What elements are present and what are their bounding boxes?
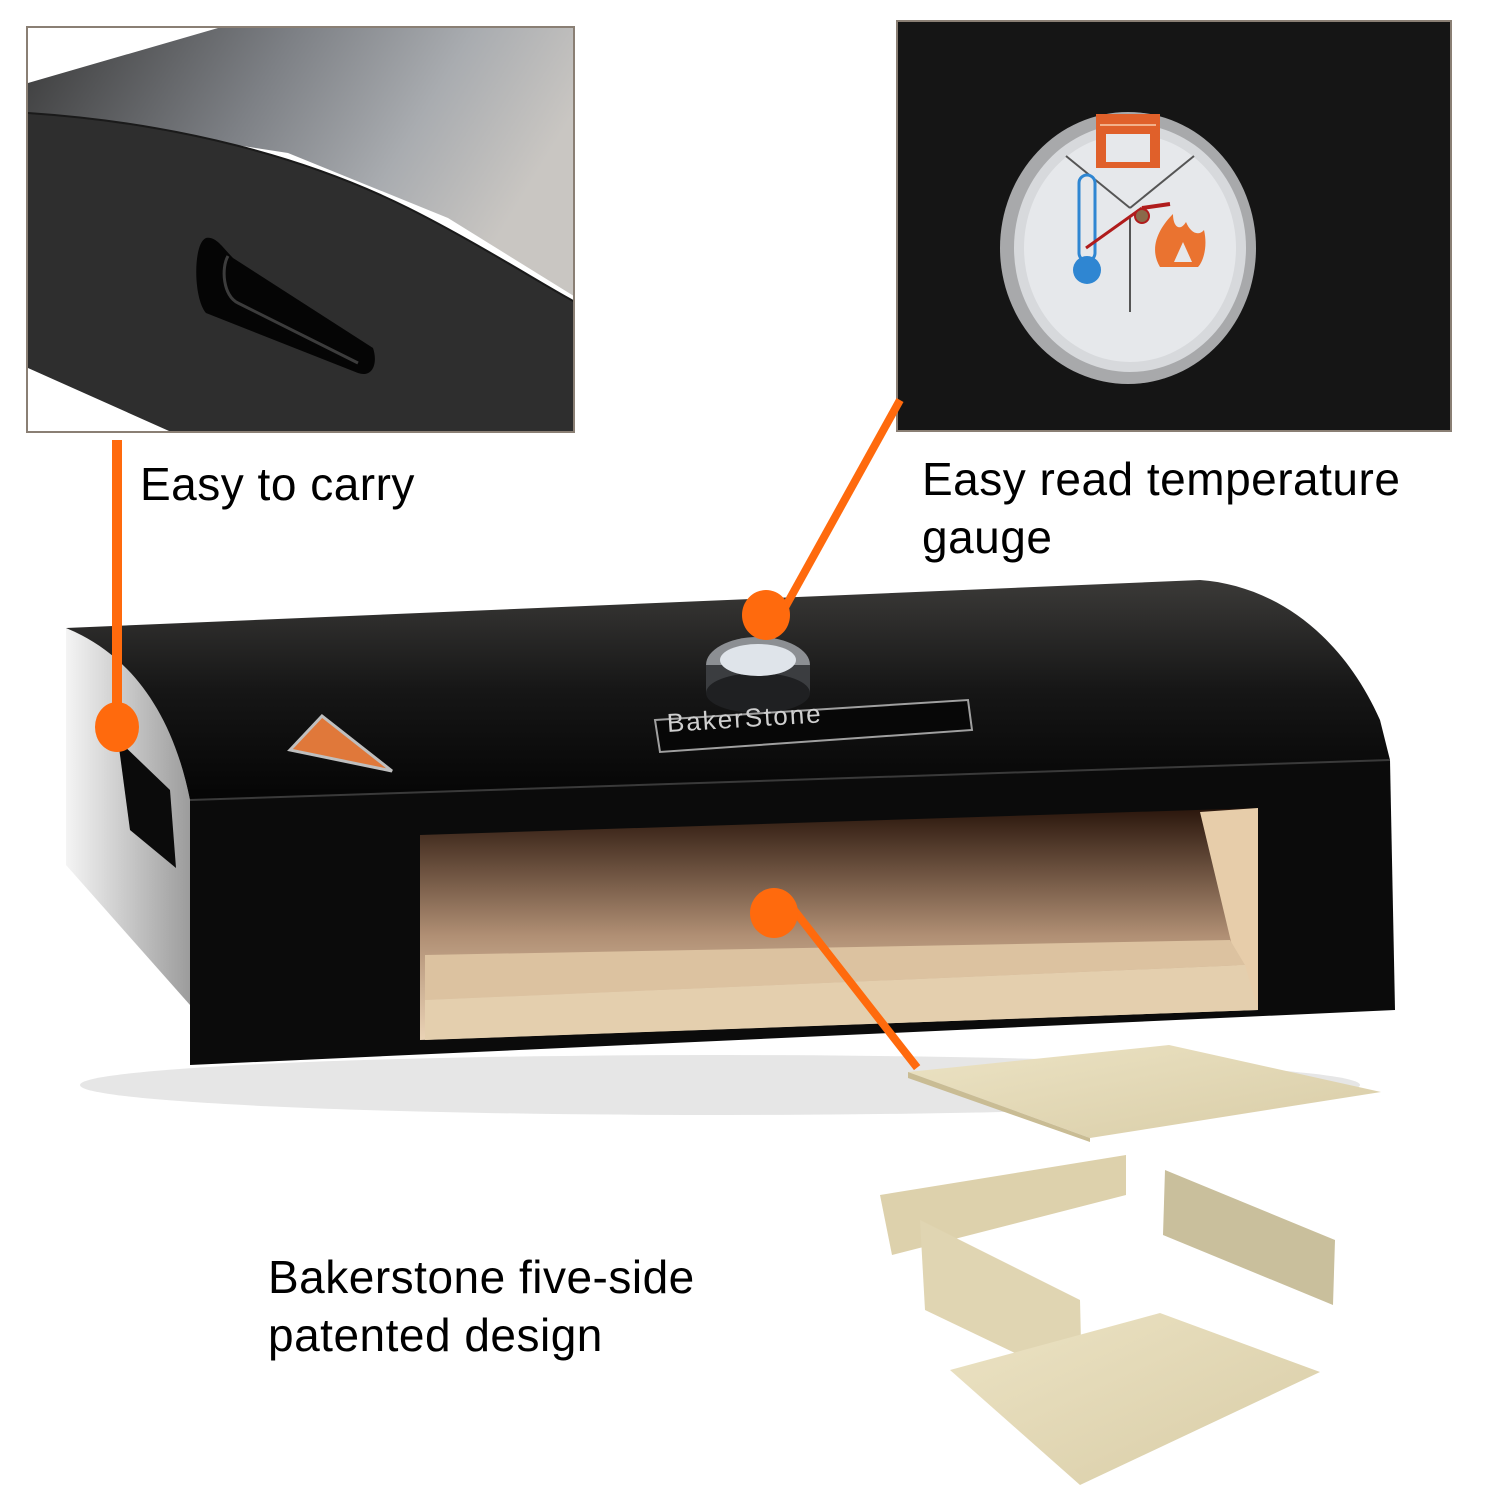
inset-carry-handle-photo [26, 26, 575, 433]
oven-icon [1096, 114, 1160, 168]
stone-panel-top [908, 1045, 1381, 1138]
caption-stone-line1: Bakerstone five-side [268, 1251, 695, 1303]
callout-line-carry [112, 440, 122, 740]
stone-panel-bottom [950, 1313, 1320, 1485]
gauge-illustration [898, 22, 1450, 430]
brand-plate [653, 698, 974, 754]
stone-panel-right [1163, 1170, 1335, 1305]
stone-panel-back-left [880, 1155, 1126, 1255]
callout-dot-gauge [742, 590, 790, 640]
side-carry-handle [118, 740, 176, 868]
caption-gauge-line1: Easy read temperature [922, 453, 1401, 505]
gauge-needle [1085, 206, 1143, 250]
callout-dot-stone [750, 888, 798, 938]
caption-easy-to-carry: Easy to carry [140, 458, 415, 510]
callout-dot-carry [95, 702, 139, 752]
warning-triangle-badge [287, 713, 393, 773]
caption-stone-line2: patented design [268, 1309, 603, 1361]
gauge-knob-face [720, 644, 796, 676]
caption-five-side-design: Bakerstone five-side patented design [268, 1248, 695, 1364]
caption-gauge-line2: gauge [922, 511, 1053, 563]
inset-temperature-gauge-photo [896, 20, 1452, 432]
carry-handle-illustration [28, 28, 573, 431]
flame-icon [1155, 214, 1206, 267]
caption-temperature-gauge: Easy read temperature gauge [922, 450, 1400, 566]
thermometer-icon [1073, 173, 1101, 284]
stone-panel-front-left [920, 1220, 1082, 1385]
